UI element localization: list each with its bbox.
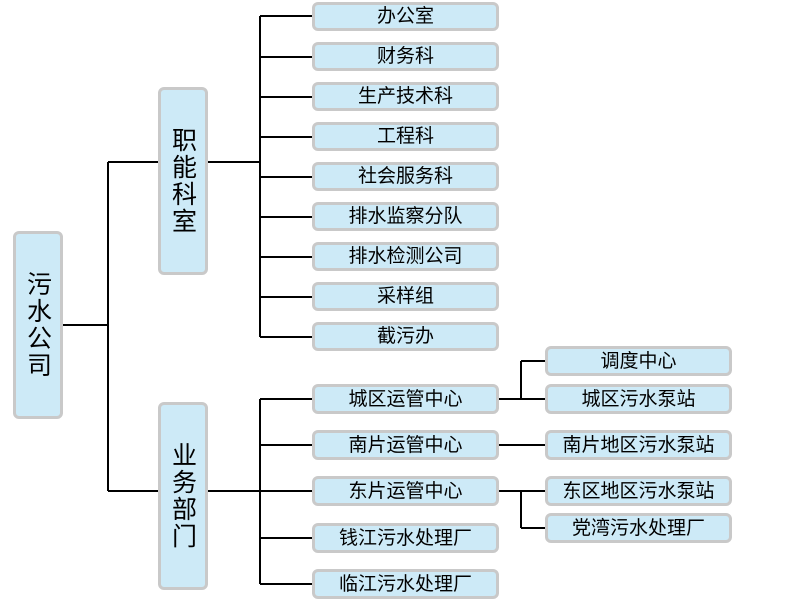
sub-dept-node: 城区污水泵站	[545, 384, 732, 414]
dept-node: 生产技术科	[312, 82, 499, 111]
sub-dept-node: 东区地区污水泵站	[545, 476, 732, 506]
dept-node: 采样组	[312, 282, 499, 311]
root-node: 污水公司	[13, 231, 63, 419]
sub-dept-node: 调度中心	[545, 346, 732, 376]
dept-node: 临江污水处理厂	[312, 569, 499, 599]
dept-node: 城区运管中心	[312, 384, 499, 414]
dept-node: 钱江污水处理厂	[312, 523, 499, 553]
dept-node: 东片运管中心	[312, 476, 499, 506]
dept-node: 财务科	[312, 42, 499, 71]
sub-dept-node: 南片地区污水泵站	[545, 430, 732, 460]
branch-node-business: 业务部门	[158, 402, 208, 590]
dept-node: 排水监察分队	[312, 202, 499, 231]
dept-node: 社会服务科	[312, 162, 499, 191]
branch-node-functional: 职能科室	[158, 87, 208, 275]
dept-node: 截污办	[312, 322, 499, 351]
dept-node: 南片运管中心	[312, 430, 499, 460]
dept-node: 办公室	[312, 2, 499, 31]
dept-node: 工程科	[312, 122, 499, 151]
sub-dept-node: 党湾污水处理厂	[545, 513, 732, 543]
dept-node: 排水检测公司	[312, 242, 499, 271]
